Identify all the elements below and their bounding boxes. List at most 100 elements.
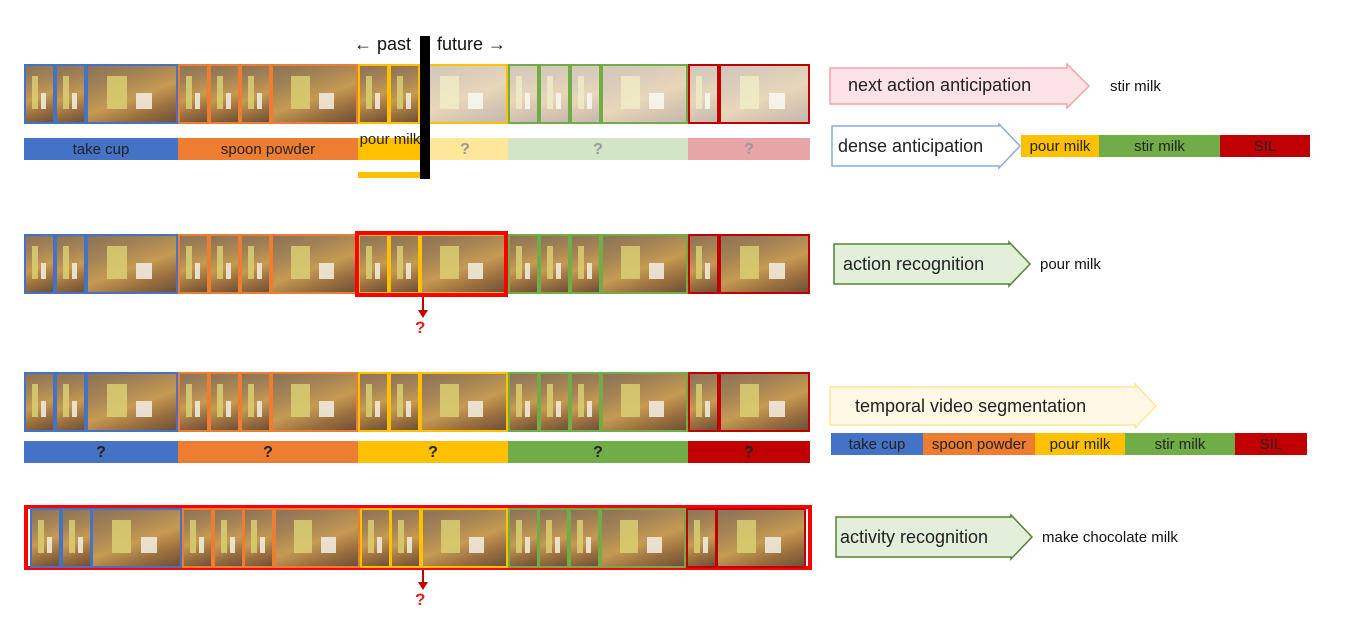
video-frame	[55, 64, 86, 124]
action-highlight-box	[355, 231, 508, 297]
result-seg-sil: SIL	[1235, 433, 1307, 455]
video-frame	[508, 64, 539, 124]
segment-unknown-3: ?	[688, 138, 810, 160]
segment-take-cup: take cup	[24, 138, 178, 160]
video-frame	[61, 508, 92, 568]
video-frame	[30, 508, 61, 568]
result-seg-stir-milk: stir milk	[1125, 433, 1235, 455]
video-frame	[24, 234, 55, 294]
video-frame	[719, 234, 810, 294]
video-frame	[539, 64, 570, 124]
video-strip-segmentation	[24, 372, 810, 432]
video-frame	[55, 372, 86, 432]
task-action-recognition: action recognition	[833, 240, 1032, 288]
video-frame	[358, 234, 389, 294]
result-seg-pour-milk: pour milk	[1035, 433, 1125, 455]
future-text: future	[437, 34, 484, 54]
past-text: past	[377, 34, 412, 54]
pour-milk-label-color	[358, 138, 422, 160]
result-seg-take-cup: take cup	[831, 433, 923, 455]
result-next-action: stir milk	[1110, 78, 1161, 95]
task-temporal-video-segmentation: temporal video segmentation	[829, 382, 1158, 430]
video-frame	[358, 372, 389, 432]
video-frame	[240, 372, 271, 432]
future-label: future →	[437, 34, 506, 55]
result-activity-recognition: make chocolate milk	[1042, 529, 1178, 546]
video-frame	[209, 234, 240, 294]
video-frame	[360, 508, 391, 568]
video-frame	[390, 508, 421, 568]
video-frame	[389, 372, 420, 432]
right-arrow-icon: →	[488, 34, 507, 54]
task-dense-anticipation: dense anticipation	[831, 122, 1022, 170]
video-frame	[55, 234, 86, 294]
video-frame	[182, 508, 213, 568]
dense-anticipation-result-bar: pour milk stir milk SIL	[1021, 135, 1310, 157]
segment-spoon-powder: spoon powder	[178, 138, 358, 160]
video-frame	[240, 234, 271, 294]
video-frame	[213, 508, 244, 568]
video-frame	[716, 508, 806, 568]
video-frame	[86, 372, 178, 432]
question-mark-action: ?	[415, 318, 426, 337]
video-frame	[688, 64, 719, 124]
video-frame	[358, 64, 389, 124]
task-next-action-anticipation: next action anticipation	[829, 62, 1091, 110]
segment-unknown-1: ?	[422, 138, 508, 160]
video-frame	[508, 372, 539, 432]
video-frame	[209, 64, 240, 124]
video-frame	[569, 508, 600, 568]
video-frame	[178, 64, 209, 124]
video-frame	[389, 64, 420, 124]
present-time-line	[420, 36, 430, 179]
segment-q-1: ?	[24, 441, 178, 463]
video-frame	[600, 508, 686, 568]
result-seg-spoon-powder: spoon powder	[923, 433, 1035, 455]
video-frame	[271, 234, 358, 294]
video-frame	[209, 372, 240, 432]
video-frame	[686, 508, 717, 568]
video-frame	[539, 234, 570, 294]
segment-q-4: ?	[508, 441, 688, 463]
segment-q-5: ?	[688, 441, 810, 463]
video-frame	[570, 64, 601, 124]
video-frame	[508, 508, 539, 568]
video-frame	[271, 64, 358, 124]
video-frame	[688, 372, 719, 432]
video-frame	[243, 508, 274, 568]
video-frame	[601, 234, 688, 294]
video-frame	[688, 234, 719, 294]
segmentation-result-bar: take cup spoon powder pour milk stir mil…	[831, 433, 1307, 455]
segment-q-2: ?	[178, 441, 358, 463]
video-frame	[178, 372, 209, 432]
pour-milk-label: pour milk	[359, 131, 421, 148]
left-arrow-icon: ←	[354, 34, 372, 54]
down-arrow-icon	[417, 570, 429, 592]
video-frame	[178, 234, 209, 294]
video-frame	[420, 64, 508, 124]
question-mark-activity: ?	[415, 590, 426, 609]
video-frame	[86, 234, 178, 294]
video-frame	[91, 508, 182, 568]
video-frame	[271, 372, 358, 432]
segment-q-3: ?	[358, 441, 508, 463]
video-frame	[24, 372, 55, 432]
video-frame	[719, 64, 810, 124]
activity-highlight-box	[24, 505, 812, 570]
result-seg-sil: SIL	[1220, 135, 1310, 157]
video-frame	[508, 234, 539, 294]
video-strip-action-recognition	[24, 234, 810, 294]
video-frame	[601, 64, 688, 124]
result-seg-stir-milk: stir milk	[1099, 135, 1220, 157]
video-strip-activity	[30, 508, 806, 568]
down-arrow-icon	[417, 297, 429, 321]
video-frame	[420, 372, 508, 432]
video-frame	[539, 372, 570, 432]
result-action-recognition: pour milk	[1040, 256, 1101, 273]
video-frame	[421, 508, 508, 568]
result-seg-pour-milk: pour milk	[1021, 135, 1099, 157]
video-frame	[24, 64, 55, 124]
video-frame	[719, 372, 810, 432]
video-frame	[570, 372, 601, 432]
past-label: ← past	[354, 34, 411, 55]
